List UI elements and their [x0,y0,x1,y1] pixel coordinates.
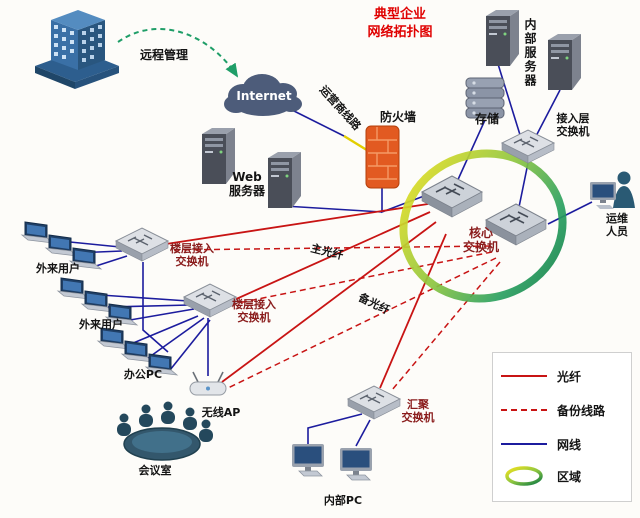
building-icon [35,10,119,89]
wireless-ap-label: 无线AP [201,406,241,419]
firewall-label: 防火墙 [379,110,417,124]
meeting-room-icon [117,401,213,461]
aggregation-switch-label: 汇聚 交换机 [401,398,435,425]
office-pc-label: 办公PC [123,368,163,381]
legend: 光纤 备份线路 网线 区域 [492,352,632,502]
web-server-icon-2 [268,152,301,208]
floor-switch-icon-1 [115,227,169,262]
wireless-ap-icon [189,371,227,396]
web-server-label: Web 服务器 [228,170,266,199]
internal-pc-icon-1 [291,443,325,477]
legend-item-backup: 备份线路 [501,399,605,421]
backup-line-sample [501,409,547,411]
fiber-lines [165,203,447,389]
internal-pc-label: 内部PC [323,494,363,507]
access-layer-switch-label: 接入层 交换机 [556,112,590,139]
firewall-icon [365,125,400,189]
internal-server-icon-1 [486,10,519,66]
zone-ring-sample [505,466,543,486]
legend-item-zone: 区域 [501,465,581,487]
floor-switch-2-label: 楼层接入 交换机 [232,298,276,325]
internet-label: Internet [236,89,292,103]
legend-item-cable: 网线 [501,433,581,455]
core-switch-label: 核心 交换机 [462,226,500,255]
storage-label: 存储 [474,112,500,126]
internet-cloud-icon [224,74,302,116]
legend-backup-label: 备份线路 [557,403,606,418]
internal-server-icon-2 [548,34,581,90]
core-zone-ring [399,149,567,303]
external-user-laptop-icon [21,221,54,244]
legend-fiber-label: 光纤 [557,369,582,384]
external-user-laptop-icon [81,290,114,313]
meeting-room-label: 会议室 [138,464,172,477]
remote-management-label: 远程管理 [139,48,189,62]
aggregation-switch-icon [347,385,401,420]
internal-server-label: 内部服务器 [523,18,537,88]
floor-switch-icon-2 [183,283,237,318]
office-pc-laptop-icon [121,340,154,363]
external-user-laptop-icon [45,234,78,257]
ops-staff-label: 运维人员 [606,212,628,239]
fiber-line-sample [501,375,547,377]
remote-management-arrow [117,28,239,78]
legend-cable-label: 网线 [557,437,582,452]
legend-zone-label: 区域 [557,469,582,484]
ops-staff-icon [590,171,635,209]
diagram-title: 典型企业 网络拓扑图 [367,7,433,40]
external-users-2-label: 外来用户 [79,318,123,331]
external-users-1-label: 外来用户 [36,262,80,275]
internal-pc-icon-2 [339,447,373,481]
external-user-laptop-icon [57,277,90,300]
floor-switch-1-label: 楼层接入 交换机 [170,242,214,269]
network-cable-sample [501,443,547,445]
core-switch-icon-1 [421,175,483,218]
storage-icon [465,77,505,119]
legend-item-fiber: 光纤 [501,365,581,387]
backup-lines [169,245,501,391]
